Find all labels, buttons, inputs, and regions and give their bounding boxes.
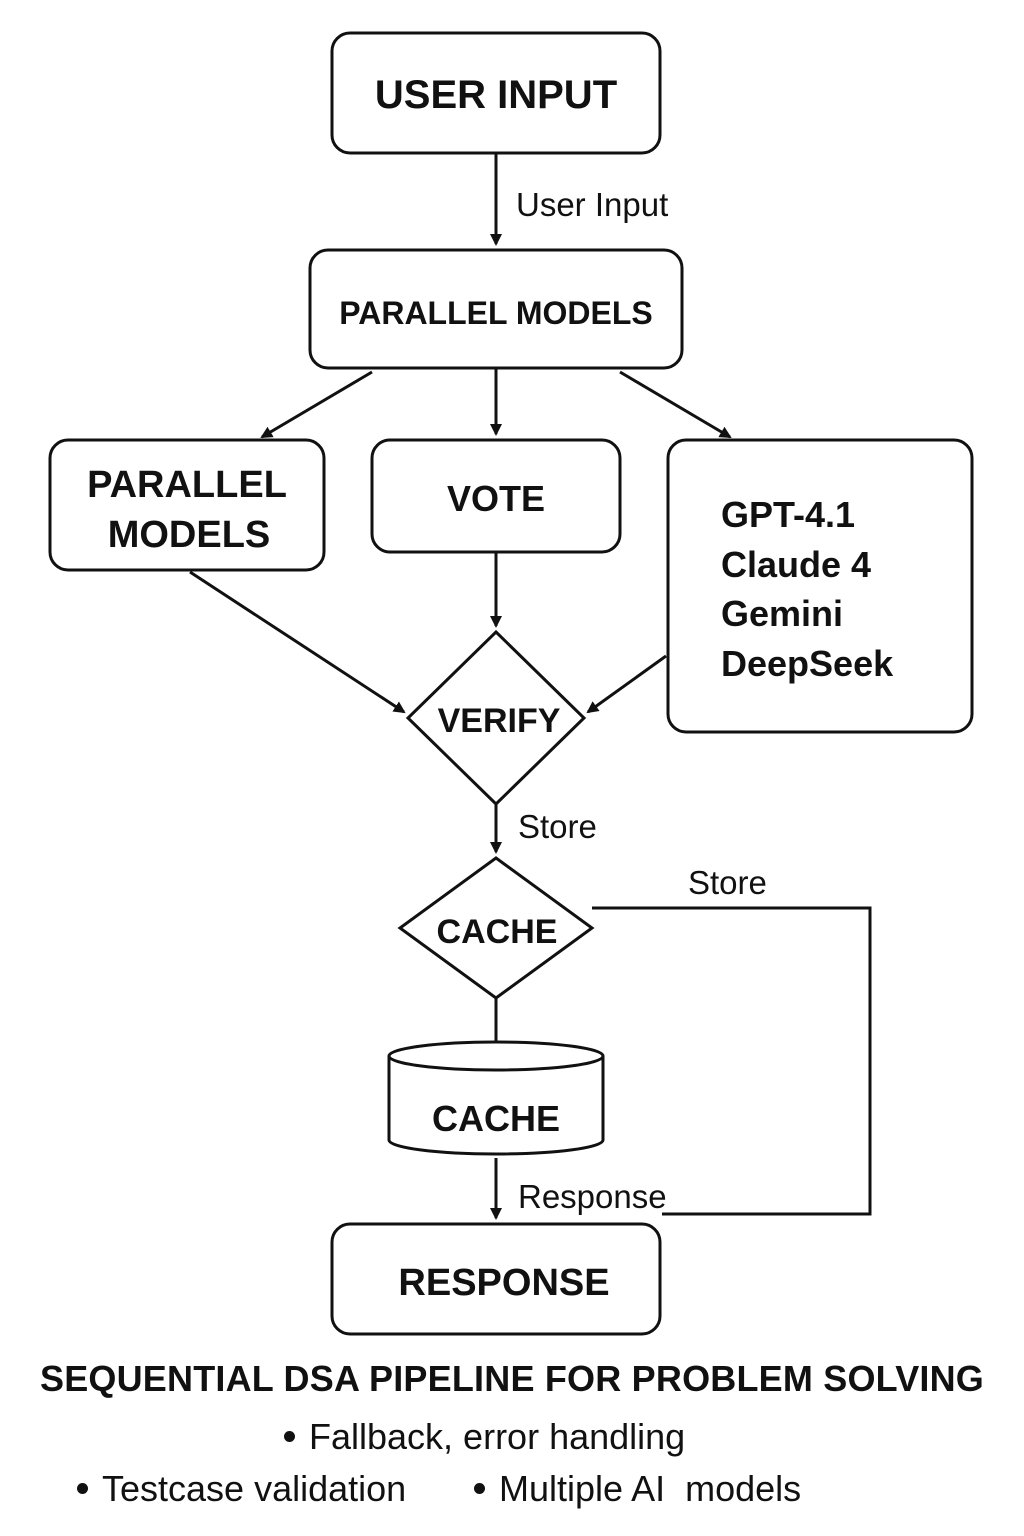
- edge-label-store-1: Store: [518, 808, 597, 845]
- bullet-dot-icon: [474, 1482, 485, 1494]
- edge-parallel-to-left: [260, 370, 373, 439]
- bullet-dot-icon: [284, 1430, 295, 1442]
- bullet-dot-icon: [77, 1482, 88, 1494]
- vote-label: VOTE: [447, 478, 545, 519]
- parallel-models-left-label-line1: PARALLEL: [87, 464, 287, 506]
- model-gemini: Gemini: [721, 593, 843, 634]
- edge-cache-loop: [592, 906, 872, 1216]
- model-claude: Claude 4: [721, 544, 871, 585]
- parallel-models-top-label: PARALLEL MODELS: [339, 295, 652, 331]
- bullet-fallback-text: Fallback, error handling: [309, 1416, 686, 1457]
- edge-models-to-verify: [586, 654, 667, 714]
- model-gpt: GPT-4.1: [721, 494, 855, 535]
- verify-label: VERIFY: [438, 702, 561, 740]
- edge-label-store-2: Store: [688, 864, 767, 901]
- edge-parallel-to-models: [619, 370, 732, 439]
- model-list-node: [666, 438, 974, 734]
- parallel-models-left-label-line2: MODELS: [108, 514, 271, 556]
- user-input-label: USER INPUT: [375, 73, 617, 117]
- cache-decision-label: CACHE: [437, 913, 558, 951]
- response-label: RESPONSE: [398, 1262, 609, 1304]
- edge-label-response: Response: [518, 1178, 667, 1215]
- cache-store-label: CACHE: [432, 1098, 560, 1139]
- response-node: [330, 1222, 662, 1336]
- bullet-testcase: Testcase validation: [77, 1468, 406, 1510]
- bullet-models: Multiple AI models: [474, 1468, 801, 1510]
- bullet-fallback: Fallback, error handling: [284, 1416, 685, 1458]
- edge-left-to-verify: [189, 570, 406, 714]
- model-deepseek: DeepSeek: [721, 643, 894, 684]
- bullet-testcase-text: Testcase validation: [102, 1468, 407, 1509]
- parallel-models-left-node: [48, 438, 326, 572]
- footer-title: SEQUENTIAL DSA PIPELINE FOR PROBLEM SOLV…: [39, 1358, 985, 1399]
- bullet-models-text: Multiple AI models: [499, 1468, 802, 1509]
- edge-label-user-input: User Input: [516, 186, 668, 223]
